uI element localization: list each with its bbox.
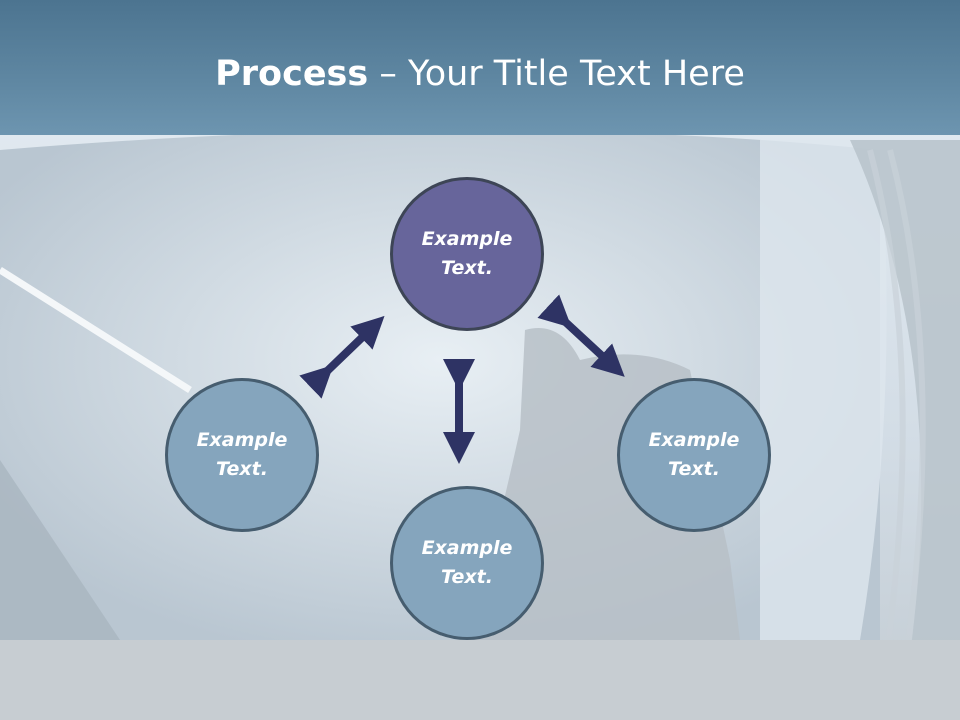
node-left: Example Text. [165,378,319,532]
arrow-top-right [537,294,625,377]
node-bottom-label: Example Text. [421,537,513,588]
title-bold: Process [215,54,369,94]
title-band [0,0,960,135]
node-right: Example Text. [617,378,771,532]
arrow-top-left [299,315,385,399]
node-bottom: Example Text. [390,486,544,640]
slide-title: Process – Your Title Text Here [0,52,960,96]
node-right-label: Example Text. [648,429,740,480]
node-top: Example Text. [390,177,544,331]
node-left-label: Example Text. [196,429,288,480]
node-top-label: Example Text. [421,228,513,279]
title-rest: – Your Title Text Here [368,54,745,94]
